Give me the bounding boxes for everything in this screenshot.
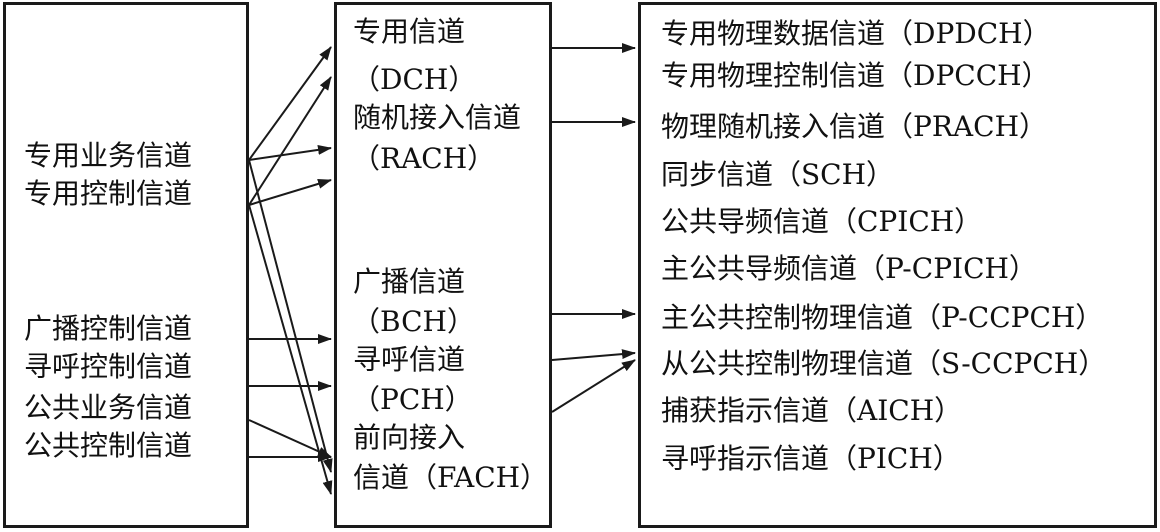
transport-channel-rach-abbr: （RACH） xyxy=(352,142,496,175)
logical-channel-bcch: 广播控制信道 xyxy=(24,312,193,345)
physical-channel-dpcch: 专用物理控制信道（DPCCH） xyxy=(661,59,1050,92)
transport-channels-box xyxy=(334,2,552,528)
physical-channel-aich: 捕获指示信道（AICH） xyxy=(661,394,963,427)
physical-channel-s-ccpch: 从公共控制物理信道（S-CCPCH） xyxy=(661,347,1107,380)
transport-channel-fach-line1: 前向接入 xyxy=(353,421,466,454)
arrow-pch-to-sccpch xyxy=(551,349,636,361)
logical-channel-dtch: 专用业务信道 xyxy=(24,139,193,172)
transport-channel-bch-abbr: （BCH） xyxy=(352,305,475,338)
physical-channel-prach: 物理随机接入信道（PRACH） xyxy=(661,110,1047,143)
transport-channel-dch-abbr: （DCH） xyxy=(352,63,477,96)
arrow-dtch-to-dch xyxy=(248,46,332,161)
transport-channel-rach-name: 随机接入信道 xyxy=(353,101,522,134)
transport-channel-pch-abbr: （PCH） xyxy=(352,383,473,416)
physical-channel-pich: 寻呼指示信道（PICH） xyxy=(661,442,961,475)
arrow-dcch-to-rach xyxy=(248,179,332,206)
transport-channel-bch-name: 广播信道 xyxy=(353,265,466,298)
physical-channels-box xyxy=(638,2,1157,528)
physical-channel-p-cpich: 主公共导频信道（P-CPICH） xyxy=(661,252,1037,285)
arrow-ctch-to-fach xyxy=(248,419,332,458)
logical-channel-ccch: 公共控制信道 xyxy=(24,429,193,462)
arrow-dcch-to-dch xyxy=(248,76,332,206)
logical-channel-pcch: 寻呼控制信道 xyxy=(24,350,193,383)
arrow-dcch-to-fach xyxy=(248,204,333,495)
arrow-fach-to-sccpch xyxy=(551,359,636,413)
physical-channel-sch: 同步信道（SCH） xyxy=(661,158,895,191)
logical-channel-dcch: 专用控制信道 xyxy=(24,177,193,210)
transport-channel-fach-line2: 信道（FACH） xyxy=(353,461,549,494)
transport-channel-pch-name: 寻呼信道 xyxy=(353,343,466,376)
physical-channel-dpdch: 专用物理数据信道（DPDCH） xyxy=(661,17,1051,50)
logical-channels-box xyxy=(3,2,249,528)
physical-channel-cpich: 公共导频信道（CPICH） xyxy=(661,205,983,238)
logical-channel-ctch: 公共业务信道 xyxy=(24,391,193,424)
physical-channel-p-ccpch: 主公共控制物理信道（P-CCPCH） xyxy=(661,301,1104,334)
arrow-dtch-to-rach xyxy=(248,144,332,161)
transport-channel-dch-name: 专用信道 xyxy=(353,15,466,48)
arrow-dtch-to-fach xyxy=(248,159,333,473)
